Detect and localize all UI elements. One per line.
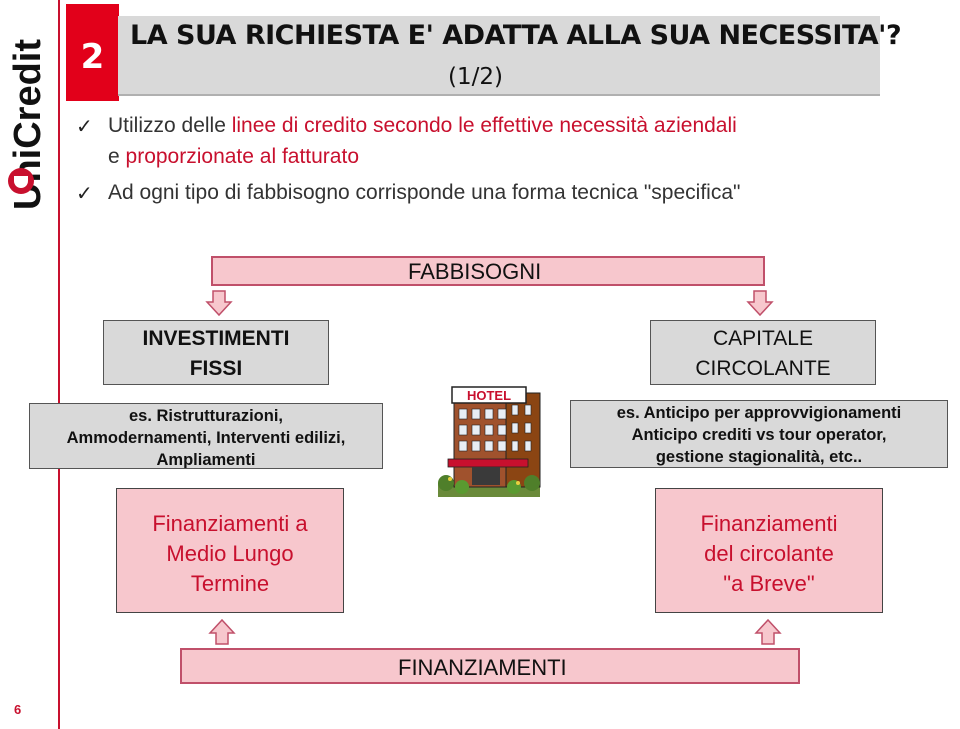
- fin-right-line1: Finanziamenti: [700, 511, 838, 536]
- example-right-line3: gestione stagionalità, etc..: [655, 448, 863, 466]
- finanziamenti-circolante-box: Finanziamenti del circolante "a Breve": [655, 488, 883, 613]
- arrow-down-icon: [205, 290, 233, 317]
- fin-left-line2: Medio Lungo: [166, 541, 294, 566]
- check-icon: ✓: [76, 116, 93, 138]
- finanziamenti-label: FINANZIAMENTI: [398, 655, 567, 680]
- arrow-up-icon: [754, 618, 782, 645]
- investimenti-line1: INVESTIMENTI: [142, 327, 290, 350]
- example-left-line1: es. Ristrutturazioni,: [128, 407, 284, 425]
- hotel-sign: HOTEL: [467, 388, 511, 403]
- arrow-up-icon: [208, 618, 236, 645]
- example-left-line3: Ampliamenti: [156, 451, 256, 469]
- finanziamenti-medio-lungo-box: Finanziamenti a Medio Lungo Termine: [116, 488, 344, 613]
- example-left-box: es. Ristrutturazioni, Ammodernamenti, In…: [29, 403, 383, 469]
- page-title: LA SUA RICHIESTA E' ADATTA ALLA SUA NECE…: [130, 20, 902, 51]
- fin-left-line1: Finanziamenti a: [152, 511, 308, 536]
- fabbisogni-bar: [211, 256, 765, 286]
- page-title-part: (1/2): [448, 64, 503, 90]
- fin-left-line3: Termine: [190, 571, 270, 596]
- investimenti-fissi-box: INVESTIMENTI FISSI: [103, 320, 329, 385]
- check-icon: ✓: [76, 183, 93, 205]
- title-banner: [118, 16, 880, 96]
- capitale-line1: CAPITALE: [713, 327, 813, 350]
- investimenti-line2: FISSI: [189, 357, 243, 380]
- fabbisogni-label: FABBISOGNI: [408, 259, 542, 284]
- bullet-1-line1: Utilizzo delle linee di credito secondo …: [108, 114, 737, 137]
- fin-right-line2: del circolante: [704, 541, 834, 566]
- example-right-line2: Anticipo crediti vs tour operator,: [631, 426, 887, 444]
- arrow-down-icon: [746, 290, 774, 317]
- capitale-line2: CIRCOLANTE: [695, 357, 831, 380]
- section-number: 2: [66, 4, 119, 101]
- bullet-1-line2: e proporzionate al fatturato: [108, 145, 359, 168]
- bullet-2: Ad ogni tipo di fabbisogno corrisponde u…: [108, 181, 741, 204]
- capitale-circolante-box: CAPITALE CIRCOLANTE: [650, 320, 876, 385]
- example-right-box: es. Anticipo per approvvigionamenti Anti…: [570, 400, 948, 468]
- example-left-line2: Ammodernamenti, Interventi edilizi,: [66, 429, 346, 447]
- fin-right-line3: "a Breve": [723, 571, 815, 596]
- finanziamenti-bar: [180, 648, 800, 684]
- sidebar-divider: [58, 0, 60, 729]
- example-right-line1: es. Anticipo per approvvigionamenti: [616, 404, 902, 422]
- hotel-illustration: HOTEL: [438, 386, 541, 497]
- page-number: 6: [14, 702, 22, 717]
